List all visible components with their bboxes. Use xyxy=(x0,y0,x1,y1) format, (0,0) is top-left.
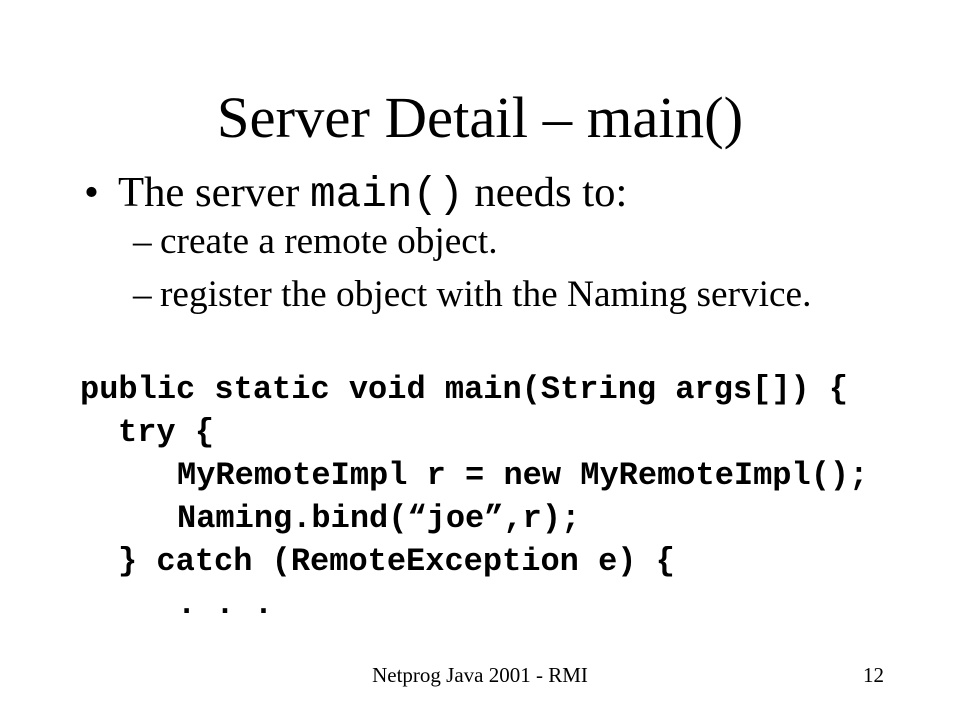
code-line: . . . xyxy=(177,586,274,623)
sub-bullet-item: – register the object with the Naming se… xyxy=(133,276,933,314)
inline-code: main() xyxy=(310,170,464,219)
code-line: try { xyxy=(118,414,215,451)
sub-bullet-text: create a remote object. xyxy=(160,221,498,262)
code-line: } catch (RemoteException e) { xyxy=(118,543,675,580)
bullet-text-before: The server xyxy=(118,169,310,216)
code-block: public static void main(String args[]) {… xyxy=(80,368,940,626)
dash-symbol: – xyxy=(133,274,152,315)
slide-number: 12 xyxy=(863,663,884,687)
code-line: public static void main(String args[]) { xyxy=(80,371,849,408)
slide-title: Server Detail – main() xyxy=(216,85,744,150)
bullet-item: • The server main() needs to: xyxy=(84,169,944,219)
sub-bullet-text: register the object with the Naming serv… xyxy=(160,274,812,315)
bullet-text: The server main() needs to: xyxy=(118,169,628,219)
dash-symbol: – xyxy=(133,221,152,262)
code-line: Naming.bind(“joe”,r); xyxy=(177,500,581,537)
bullet-symbol: • xyxy=(84,169,99,216)
sub-bullet-item: – create a remote object. xyxy=(133,223,933,261)
bullet-text-after: needs to: xyxy=(463,169,628,216)
code-line: MyRemoteImpl r = new MyRemoteImpl(); xyxy=(177,457,869,494)
footer-text: Netprog Java 2001 - RMI xyxy=(372,663,588,687)
